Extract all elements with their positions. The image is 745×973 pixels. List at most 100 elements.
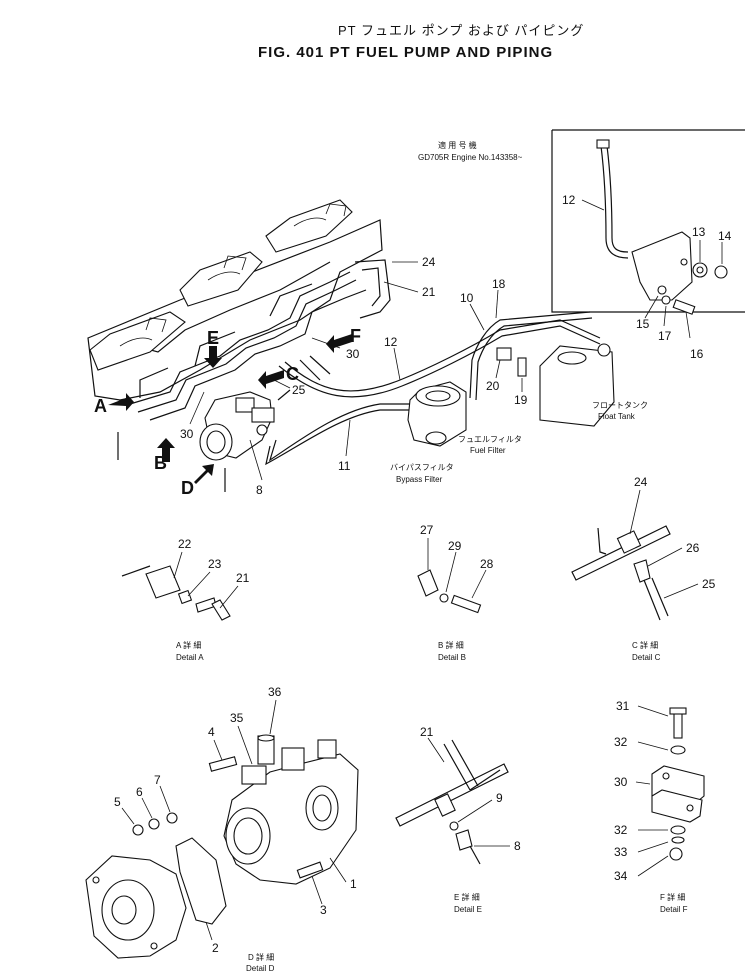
detail-b-caption-en: Detail B (438, 653, 466, 662)
detail-f-caption-en: Detail F (660, 905, 688, 914)
bypass-filter-label-jp: バイパスフィルタ (390, 463, 454, 472)
detail-d-callout-1: 1 (350, 877, 357, 891)
detail-d-caption-jp: D 詳 細 (248, 952, 274, 962)
detail-a-callout-23: 23 (208, 557, 222, 571)
arrow-label-b: B (154, 453, 167, 473)
fuel-pump (199, 391, 275, 461)
detail-c-callout-26: 26 (686, 541, 700, 555)
float-tank-label-jp: フロートタンク (592, 401, 648, 410)
bolt-icon (672, 299, 696, 315)
detail-e: 21 9 8 E 詳 細 Detail E (395, 725, 521, 914)
cylinder-head-cover (89, 311, 186, 371)
callout-21: 21 (422, 285, 436, 299)
callout-24: 24 (422, 255, 436, 269)
detail-d-callout-3: 3 (320, 903, 327, 917)
detail-e-callout-21: 21 (420, 725, 434, 739)
fuel-filter (407, 381, 467, 447)
detail-d-caption-en: Detail D (246, 964, 275, 973)
inset-callout-17: 17 (658, 329, 672, 343)
inset-fuel-tube (600, 145, 629, 259)
inset-callout-14: 14 (718, 229, 732, 243)
engine-block (87, 219, 383, 401)
detail-b-callout-28: 28 (480, 557, 494, 571)
arrow-a-icon (108, 393, 134, 411)
detail-a-caption-en: Detail A (176, 653, 204, 662)
detail-f-callout-32-top: 32 (614, 735, 628, 749)
fuel-line-11 (268, 403, 420, 462)
title-japanese: PT フュエル ポンプ および パイピング (338, 23, 585, 38)
arrow-b-icon (157, 438, 175, 462)
callout-18: 18 (492, 277, 506, 291)
arrow-label-a: A (94, 396, 107, 416)
bypass-filter-label-en: Bypass Filter (396, 475, 443, 484)
detail-f: 31 32 30 32 33 34 F 詳 細 Detail F (614, 699, 705, 914)
fitting-icon (496, 347, 512, 361)
fuel-line-10 (469, 311, 591, 399)
cylinder-head-cover (179, 251, 263, 307)
title-english: FIG. 401 PT FUEL PUMP AND PIPING (258, 44, 554, 61)
inset-callout-15: 15 (636, 317, 650, 331)
detail-e-caption-jp: E 詳 細 (454, 892, 480, 902)
detail-d-callout-36: 36 (268, 685, 282, 699)
detail-a-caption-jp: A 詳 細 (176, 640, 201, 650)
callout-19: 19 (514, 393, 528, 407)
detail-d-callout-5: 5 (114, 795, 121, 809)
cylinder-head-cover (265, 199, 353, 253)
detail-f-callout-32-bottom: 32 (614, 823, 628, 837)
detail-a-callout-21: 21 (236, 571, 250, 585)
callout-8: 8 (256, 483, 263, 497)
callout-30-lower: 30 (180, 427, 194, 441)
inset-note-jp: 適 用 号 機 (438, 140, 477, 150)
float-tank (539, 343, 615, 427)
bracket-hole (657, 285, 667, 295)
callout-10: 10 (460, 291, 474, 305)
arrow-f-icon (326, 334, 352, 353)
arrow-label-f: F (350, 326, 361, 346)
arrow-e-icon (204, 346, 222, 368)
inset-panel: 適 用 号 機 GD705R Engine No.143358~ 12 13 1… (418, 129, 745, 361)
engine-assembly: A B C D E F 24 21 10 18 12 30 25 30 20 (87, 199, 648, 498)
callout-11: 11 (338, 459, 351, 473)
detail-c-callout-24: 24 (634, 475, 648, 489)
detail-a: 22 23 21 A 詳 細 Detail A (121, 537, 250, 662)
inset-callout-12: 12 (562, 193, 576, 207)
washer-icon (714, 265, 728, 279)
detail-b-caption-jp: B 詳 細 (438, 640, 464, 650)
arrow-label-c: C (286, 364, 299, 384)
detail-e-callout-9: 9 (496, 791, 503, 805)
detail-d-callout-2: 2 (212, 941, 219, 955)
inset-callout-13: 13 (692, 225, 706, 239)
detail-c-caption-jp: C 詳 細 (632, 640, 658, 650)
detail-a-callout-22: 22 (178, 537, 192, 551)
detail-d: 36 35 4 7 6 5 1 3 2 D 詳 細 Detail D (85, 685, 359, 973)
detail-f-callout-31: 31 (616, 699, 630, 713)
float-tank-label-en: Float Tank (598, 412, 636, 421)
arrow-label-d: D (181, 478, 194, 498)
fuel-filter-label-en: Fuel Filter (470, 446, 506, 455)
detail-d-callout-35: 35 (230, 711, 244, 725)
detail-c-caption-en: Detail C (632, 653, 661, 662)
detail-d-callout-7: 7 (154, 773, 161, 787)
callout-20: 20 (486, 379, 500, 393)
detail-b: 27 29 28 B 詳 細 Detail B (417, 523, 494, 662)
detail-f-callout-33: 33 (614, 845, 628, 859)
detail-b-callout-29: 29 (448, 539, 462, 553)
inset-bracket (631, 231, 693, 301)
callout-12: 12 (384, 335, 398, 349)
detail-c: 24 26 25 C 詳 細 Detail C (571, 475, 716, 662)
nut-hole (696, 266, 704, 274)
arrow-label-e: E (207, 328, 219, 348)
washer-icon (661, 295, 671, 305)
bolt-icon (517, 357, 527, 377)
detail-e-caption-en: Detail E (454, 905, 482, 914)
callout-30-upper: 30 (346, 347, 360, 361)
detail-f-caption-jp: F 詳 細 (660, 892, 685, 902)
detail-e-callout-8: 8 (514, 839, 521, 853)
detail-d-callout-6: 6 (136, 785, 143, 799)
bracket-hole (680, 258, 688, 266)
detail-f-callout-34: 34 (614, 869, 628, 883)
fuel-filter-label-jp: フュエルフィルタ (458, 435, 522, 444)
detail-d-callout-4: 4 (208, 725, 215, 739)
